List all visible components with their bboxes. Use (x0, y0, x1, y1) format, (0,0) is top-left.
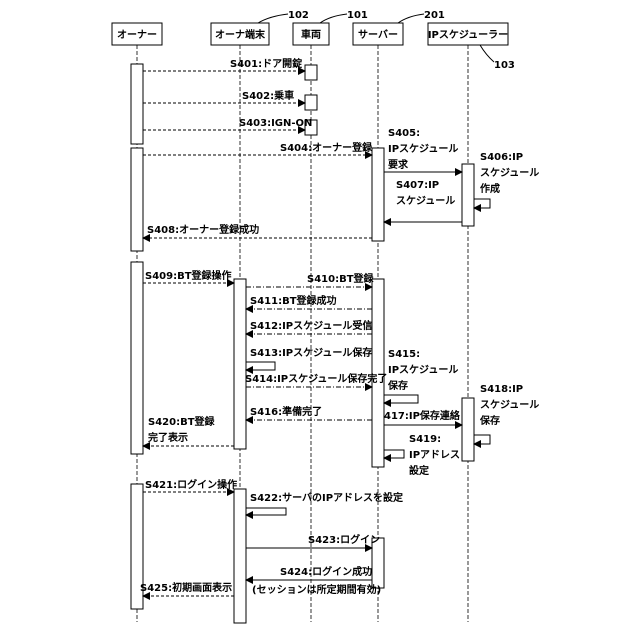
ref-vehicle-leader (320, 14, 347, 23)
label-s417: 417:IP保存連絡 (384, 409, 461, 422)
activation-ipscheduler-1 (462, 164, 474, 226)
ref-terminal: 102 (288, 10, 309, 21)
participant-vehicle: 車両 (293, 23, 329, 45)
activation-terminal-2 (234, 489, 246, 623)
ref-vehicle: 101 (347, 10, 368, 21)
label-s419-line1: S419: (409, 434, 441, 445)
participant-terminal: オーナ端末 (211, 23, 269, 45)
participant-ipscheduler-label: IPスケジューラー (428, 29, 508, 41)
label-s424: S424:ログイン成功 (280, 565, 372, 578)
ref-ipscheduler-leader (480, 45, 494, 62)
label-s405-line2: IPスケジュール (388, 143, 458, 155)
label-s415-line3: 保存 (387, 379, 408, 392)
activation-owner-1 (131, 64, 143, 144)
label-s406-line2: スケジュール (480, 167, 539, 179)
activation-owner-2 (131, 148, 143, 251)
participant-server: サーバー (353, 23, 403, 45)
activation-vehicle-1 (305, 65, 317, 80)
participant-owner: オーナー (112, 23, 162, 45)
label-s410: S410:BT登録 (307, 272, 375, 285)
label-s415-line1: S415: (388, 349, 420, 360)
label-s424-note: (セッションは所定期間有効) (252, 583, 381, 596)
label-s412: S412:IPスケジュール受信 (250, 319, 372, 332)
label-s423: S423:ログイン (308, 533, 380, 546)
participant-terminal-label: オーナ端末 (215, 28, 266, 41)
label-s409: S409:BT登録操作 (145, 269, 232, 282)
label-s403: S403:IGN-ON (239, 118, 312, 129)
activation-terminal-1 (234, 279, 246, 449)
label-s425: S425:初期画面表示 (140, 581, 232, 594)
label-s406-line1: S406:IP (480, 152, 523, 163)
label-s414: S414:IPスケジュール保存完了 (245, 372, 387, 385)
label-s413: S413:IPスケジュール保存 (250, 346, 372, 359)
label-s422: S422:サーバのIPアドレスを設定 (250, 491, 403, 504)
label-s418-line3: 保存 (479, 414, 500, 427)
label-s407-line1: S407:IP (396, 180, 439, 191)
ref-server-leader (398, 14, 424, 23)
participant-owner-label: オーナー (117, 29, 157, 41)
arrow-s419-self (384, 450, 404, 458)
activation-server-2 (372, 279, 384, 467)
label-s418-line2: スケジュール (480, 399, 539, 411)
arrow-s418-self (474, 435, 490, 444)
label-s416: S416:準備完了 (250, 405, 322, 418)
arrow-s406-self (474, 199, 490, 208)
arrow-s422-self (246, 508, 286, 515)
ref-ipscheduler: 103 (494, 60, 515, 71)
label-s418-line1: S418:IP (480, 384, 523, 395)
arrow-s415-self (384, 395, 418, 403)
label-s419-line3: 設定 (409, 464, 429, 477)
ref-server: 201 (424, 10, 445, 21)
label-s401: S401:ドア開錠 (230, 57, 302, 70)
label-s420-line1: S420:BT登録 (148, 415, 216, 428)
activation-vehicle-2 (305, 95, 317, 110)
activation-ipscheduler-2 (462, 398, 474, 461)
label-s406-line3: 作成 (480, 182, 500, 195)
label-s405-line1: S405: (388, 128, 420, 139)
ref-terminal-leader (258, 14, 288, 23)
participant-server-label: サーバー (358, 29, 398, 41)
label-s405-line3: 要求 (388, 158, 409, 171)
participant-vehicle-label: 車両 (301, 28, 321, 41)
activation-server-1 (372, 148, 384, 241)
activation-owner-3 (131, 262, 143, 454)
label-s404: S404:オーナー登録 (280, 141, 373, 154)
arrow-s413-self (246, 362, 275, 370)
label-s408: S408:オーナー登録成功 (147, 223, 259, 236)
label-s421: S421:ログイン操作 (145, 478, 237, 491)
label-s420-line2: 完了表示 (148, 431, 188, 444)
label-s419-line2: IPアドレス (409, 449, 460, 461)
participant-ipscheduler: IPスケジューラー (428, 23, 508, 45)
label-s415-line2: IPスケジュール (388, 364, 458, 376)
label-s402: S402:乗車 (242, 89, 294, 102)
label-s407-line2: スケジュール (396, 195, 455, 207)
label-s411: S411:BT登録成功 (250, 294, 337, 307)
